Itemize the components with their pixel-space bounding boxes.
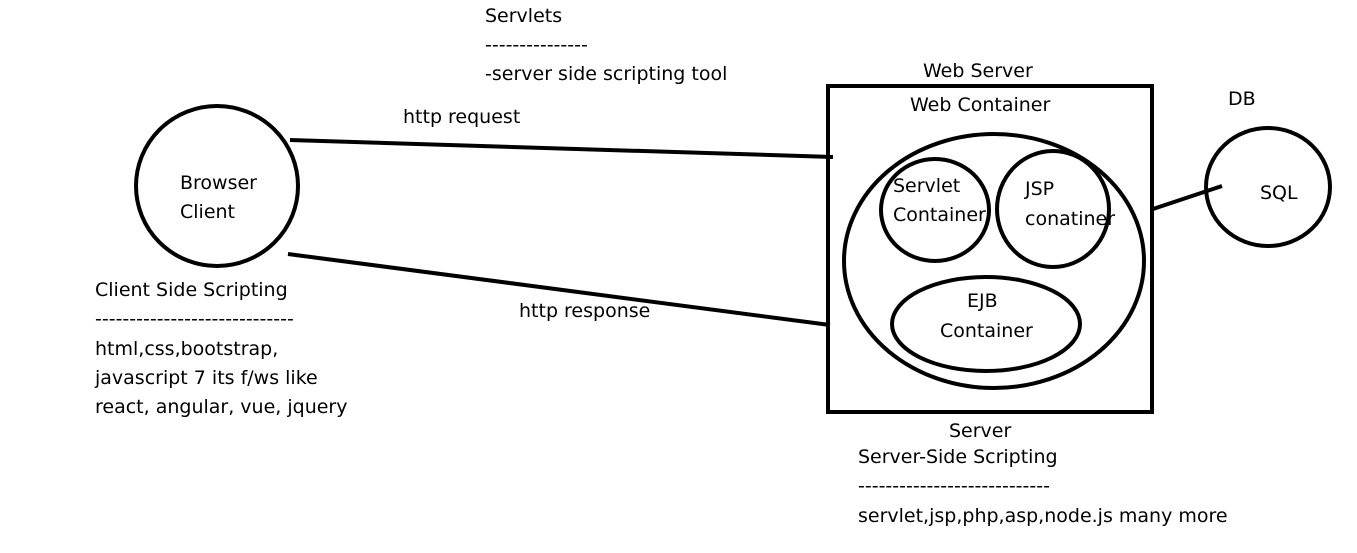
- jsp-container-line-2: conatiner: [1025, 208, 1116, 230]
- http-request-line: [289, 138, 834, 159]
- browser-client-circle: [134, 104, 300, 268]
- web-server-box: [826, 84, 1154, 414]
- web-server-label: Web Server: [923, 60, 1033, 82]
- web-container-label: Web Container: [910, 94, 1051, 116]
- server-side-divider: ----------------------------: [858, 475, 1050, 497]
- ejb-container-line-1: EJB: [967, 290, 998, 312]
- server-side-line-1: servlet,jsp,php,asp,node.js many more: [858, 505, 1228, 527]
- http-response-label: http response: [519, 300, 651, 322]
- servlet-container-line-1: Servlet: [893, 175, 961, 197]
- client-side-line-1: html,css,bootstrap,: [95, 338, 279, 360]
- server-side-heading: Server-Side Scripting: [858, 446, 1058, 468]
- servlet-container-circle: [879, 157, 991, 263]
- db-connection-line: [1152, 184, 1223, 211]
- servlet-container-line-2: Container: [893, 204, 986, 226]
- ejb-container-ellipse: [890, 275, 1082, 373]
- browser-label: Browser: [180, 172, 257, 194]
- client-label: Client: [180, 201, 236, 223]
- jsp-container-circle: [995, 149, 1111, 269]
- servlets-divider: ---------------: [485, 34, 588, 56]
- db-label: DB: [1228, 88, 1256, 110]
- client-side-heading: Client Side Scripting: [95, 279, 288, 301]
- jsp-container-line-1: JSP: [1025, 178, 1055, 200]
- client-side-line-3: react, angular, vue, jquery: [95, 396, 348, 418]
- server-label: Server: [949, 420, 1012, 442]
- http-response-line: [287, 252, 831, 327]
- servlets-description: -server side scripting tool: [485, 63, 728, 85]
- ejb-container-line-2: Container: [940, 320, 1033, 342]
- client-side-divider: -----------------------------: [95, 308, 294, 330]
- db-circle: [1204, 126, 1332, 248]
- servlets-title: Servlets: [485, 5, 563, 27]
- client-side-line-2: javascript 7 its f/ws like: [95, 367, 318, 389]
- web-container-circle: [842, 132, 1146, 390]
- http-request-label: http request: [403, 106, 521, 128]
- sql-label: SQL: [1260, 182, 1298, 204]
